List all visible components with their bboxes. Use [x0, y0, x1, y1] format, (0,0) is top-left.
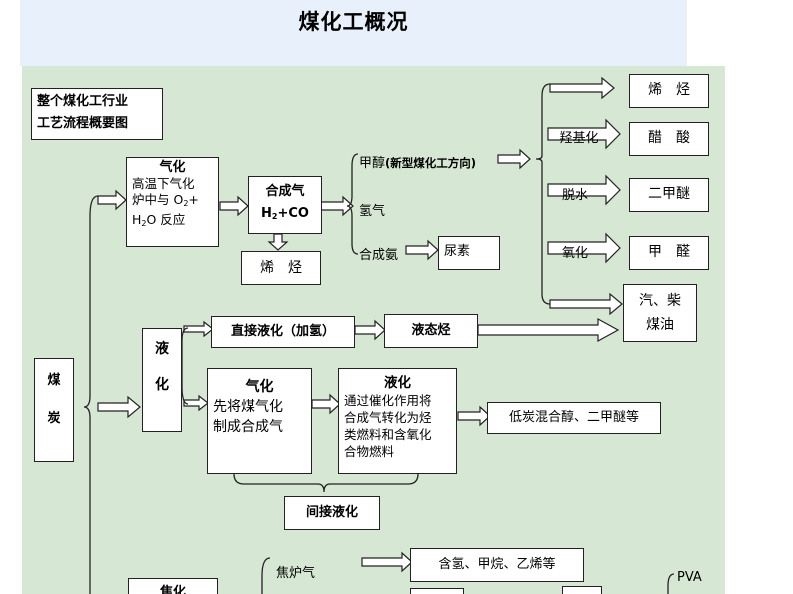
olefin-box: 烯 烃	[629, 74, 709, 108]
arrow-liq-direct	[183, 320, 214, 338]
legend-box: 整个煤化工行业 工艺流程概要图	[31, 88, 163, 140]
diagram-canvas: 整个煤化工行业 工艺流程概要图 煤 炭 气化 高温下气化 炉中与 O2+ H2O…	[22, 66, 725, 594]
arrow-gas-syngas	[219, 195, 249, 217]
title-area: 煤化工概况	[20, 0, 687, 66]
coking-box: 焦化	[128, 578, 218, 594]
ammonia-label: 合成氨	[359, 248, 399, 263]
syngas-formula: H2+CO	[261, 206, 309, 221]
products-brace	[535, 83, 551, 305]
indirect-brace	[233, 473, 419, 493]
formaldehyde-box: 甲 醛	[629, 236, 709, 270]
legend-line2: 工艺流程概要图	[37, 116, 129, 131]
gasification-line3: H2O 反应	[132, 212, 186, 228]
fuel-line2: 煤油	[646, 317, 674, 333]
coal-char2: 炭	[47, 411, 61, 426]
arrow-lhc-fuel	[477, 317, 620, 343]
arrow-fuel	[549, 292, 623, 316]
arrow-coal-liq	[97, 395, 141, 419]
fuel-box: 汽、柴 煤油	[623, 284, 697, 342]
legend-line1: 整个煤化工行业	[37, 94, 129, 109]
arrow-methanol	[497, 148, 531, 170]
hydrogen-label: 氢气	[359, 204, 386, 219]
dehydration-label: 脱水	[561, 188, 588, 203]
indirect-liq-title: 液化	[384, 375, 411, 391]
syngas-box: 合成气 H2+CO	[248, 176, 322, 234]
coal-char1: 煤	[47, 373, 61, 388]
arrow-direct-lhc	[354, 319, 386, 341]
arrow-liq-indirect	[183, 394, 209, 412]
liquid-hc-box: 液态烃	[384, 314, 478, 348]
arrow-olefin	[549, 76, 615, 100]
methanol-label: 甲醇(新型煤化工方向)	[359, 156, 477, 171]
indirect-liq-line3: 类燃料和含氧化	[344, 427, 432, 442]
arrow-coal-gas	[97, 189, 127, 211]
coke-products-box: 含氢、甲烷、乙烯等	[410, 548, 584, 582]
arrow-oxid	[547, 232, 621, 264]
indirect-gas-line2: 制成合成气	[213, 419, 283, 435]
arrow-syngas-branch	[320, 195, 354, 217]
indirect-liq-label: 间接液化	[284, 496, 380, 530]
direct-box: 直接液化（加氢）	[211, 316, 355, 348]
liquefaction-box: 液 化	[142, 328, 182, 432]
indirect-gas-line1: 先将煤气化	[213, 399, 283, 415]
dme-box: 二甲醚	[629, 178, 709, 212]
arrow-ammonia-urea	[405, 239, 439, 261]
indirect-liq-line1: 通过催化作用将	[344, 393, 432, 408]
arrow-carbonyl	[547, 118, 621, 150]
arrow-syngas-down	[267, 233, 289, 251]
liq-char2: 化	[155, 377, 169, 393]
low-carbon-box: 低炭混合醇、二甲醚等	[487, 402, 661, 434]
indirect-gas-box: 气化 先将煤气化 制成合成气	[207, 368, 312, 474]
syngas-title: 合成气	[265, 184, 305, 199]
bottom-box-a	[410, 588, 464, 594]
carbonylation-box: 羟基化	[559, 131, 599, 146]
liq-brace	[181, 327, 189, 405]
gasification-line1: 高温下气化	[132, 176, 195, 191]
coal-brace	[83, 195, 99, 594]
page-title: 煤化工概况	[298, 9, 409, 34]
coke-brace	[261, 557, 271, 594]
indirect-liq-line2: 合成气转化为烃	[344, 410, 432, 425]
gasification-box: 气化 高温下气化 炉中与 O2+ H2O 反应	[126, 157, 219, 247]
acetic-acid-box: 醋 酸	[629, 122, 709, 156]
connectors	[83, 76, 675, 594]
arrow-dehyd	[547, 174, 621, 206]
olefin-under-box: 烯 烃	[241, 251, 321, 285]
indirect-liq-box: 液化 通过催化作用将 合成气转化为烃 类燃料和含氧化 合物燃料	[338, 368, 457, 474]
urea-box: 尿素	[438, 236, 500, 270]
arrow-coke-gas	[361, 551, 413, 573]
indirect-liq-line4: 合物燃料	[344, 444, 395, 459]
coal-box: 煤 炭	[34, 358, 74, 462]
arrow-iliq-low	[457, 405, 491, 427]
coke-gas-label: 焦炉气	[276, 566, 316, 581]
liq-char1: 液	[155, 341, 169, 357]
indirect-gas-title: 气化	[245, 379, 274, 395]
arrow-igas-iliq	[311, 393, 341, 415]
gasification-line2: 炉中与 O2+	[132, 192, 199, 208]
bottom-box-b	[562, 586, 602, 594]
pva-brace	[667, 573, 675, 594]
pva-label: PVA	[677, 570, 702, 585]
fuel-line1: 汽、柴	[639, 293, 681, 309]
oxidation-label: 氧化	[561, 246, 588, 261]
gasification-title: 气化	[159, 160, 186, 175]
syngas-brace	[346, 153, 359, 255]
